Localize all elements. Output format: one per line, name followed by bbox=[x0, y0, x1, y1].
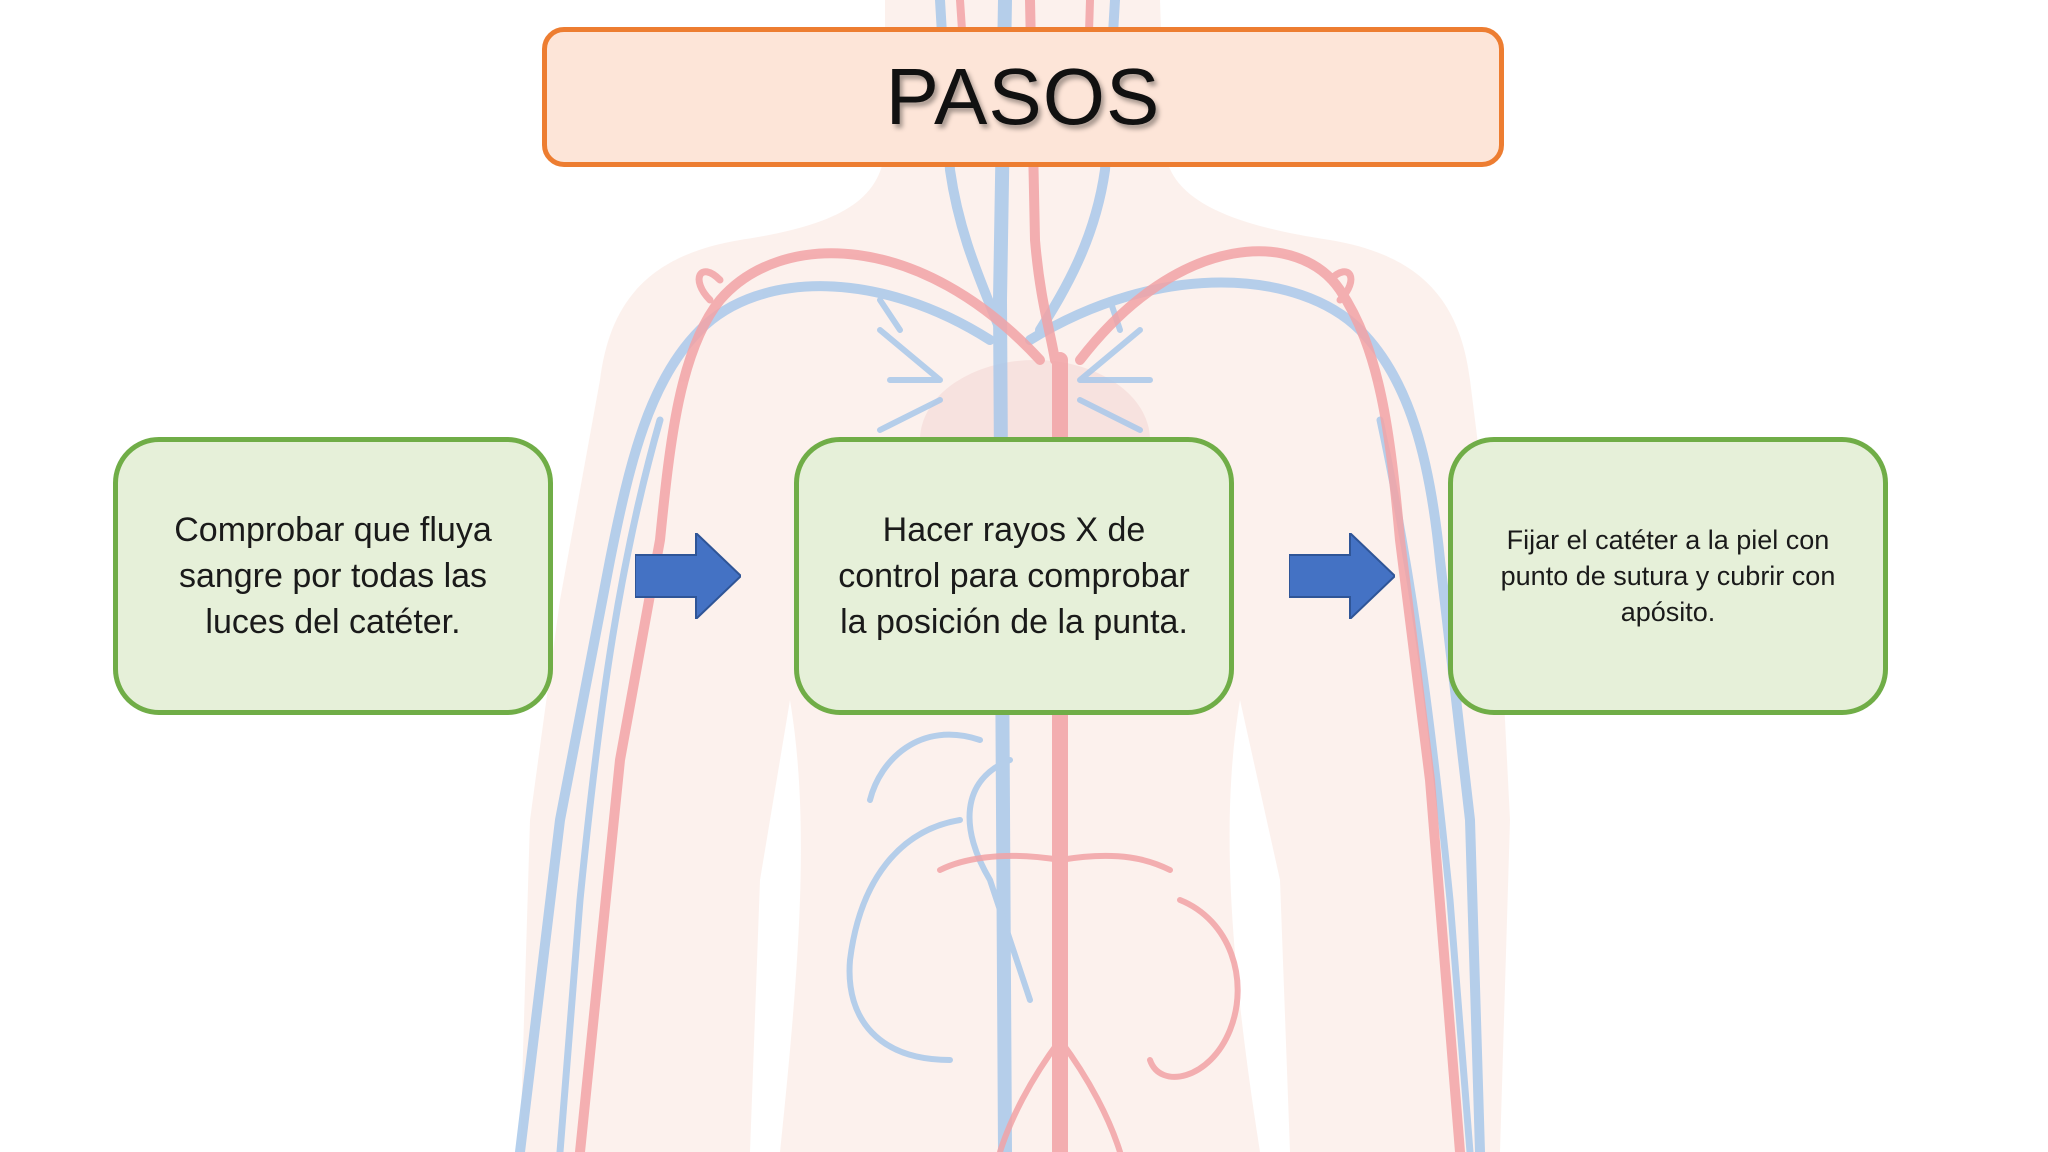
arrow-right-icon bbox=[635, 533, 741, 619]
step-box-1: Comprobar que fluya sangre por todas las… bbox=[113, 437, 553, 715]
step-2-text: Hacer rayos X de control para comprobar … bbox=[838, 511, 1190, 641]
arrow-right-icon bbox=[1289, 533, 1395, 619]
title-banner: PASOS bbox=[542, 27, 1504, 167]
step-1-text: Comprobar que fluya sangre por todas las… bbox=[174, 511, 492, 641]
step-box-3: Fijar el catéter a la piel con punto de … bbox=[1448, 437, 1888, 715]
page-title: PASOS bbox=[885, 52, 1161, 141]
step-3-text: Fijar el catéter a la piel con punto de … bbox=[1500, 525, 1836, 627]
step-box-2: Hacer rayos X de control para comprobar … bbox=[794, 437, 1234, 715]
